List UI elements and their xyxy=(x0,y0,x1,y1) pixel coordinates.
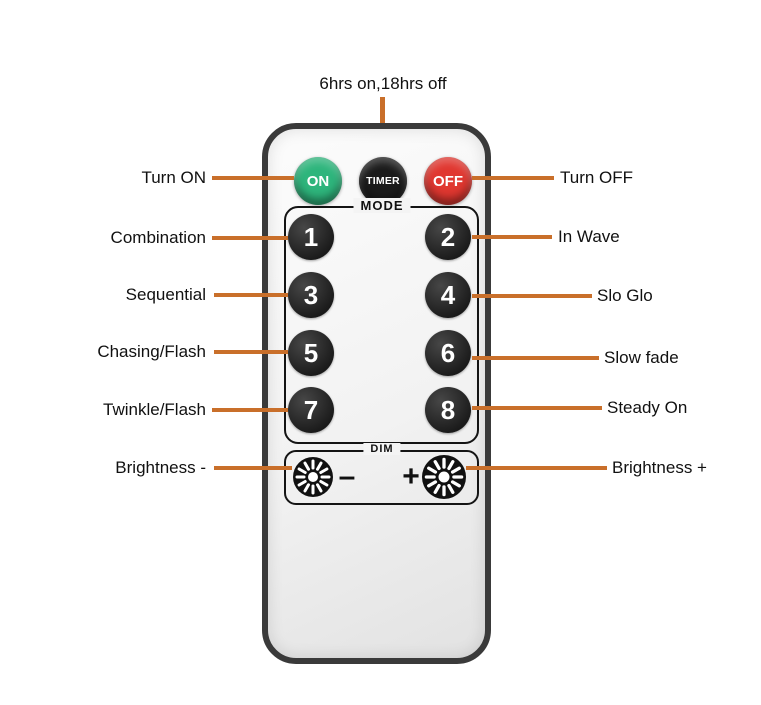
callout-brightness-minus xyxy=(214,466,292,470)
callout-in-wave xyxy=(472,235,552,239)
mode-button-7: 7 xyxy=(288,387,334,433)
label-brightness-minus: Brightness - xyxy=(115,458,206,477)
dim-plus-sign: + xyxy=(402,460,420,493)
label-turn-off: Turn OFF xyxy=(560,168,634,187)
callout-slow-fade xyxy=(472,356,599,360)
label-twinkle-flash: Twinkle/Flash xyxy=(103,400,206,419)
callout-chasing-flash xyxy=(214,350,288,354)
label-slow-fade: Slow fade xyxy=(604,348,679,367)
mode-button-8: 8 xyxy=(425,387,471,433)
label-slo-glo: Slo Glo xyxy=(597,286,653,305)
mode-button-6: 6 xyxy=(425,330,471,376)
callout-steady-on xyxy=(472,406,602,410)
callout-turn-on xyxy=(212,176,294,180)
callout-sequential xyxy=(214,293,288,297)
label-steady-on: Steady On xyxy=(607,398,688,417)
label-turn-on: Turn ON xyxy=(141,168,206,187)
on-button: ON xyxy=(294,157,342,205)
callout-brightness-plus xyxy=(466,466,607,470)
mode-button-3: 3 xyxy=(288,272,334,318)
callout-twinkle-flash xyxy=(212,408,288,412)
brightness-down-icon xyxy=(293,457,333,497)
label-in-wave: In Wave xyxy=(558,227,620,246)
mode-button-5: 5 xyxy=(288,330,334,376)
timer-button: TIMER xyxy=(359,157,407,205)
mode-button-1: 1 xyxy=(288,214,334,260)
mode-button-4: 4 xyxy=(425,272,471,318)
off-button: OFF xyxy=(424,157,472,205)
mode-button-2: 2 xyxy=(425,214,471,260)
label-sequential: Sequential xyxy=(125,285,206,304)
label-chasing-flash: Chasing/Flash xyxy=(97,342,206,361)
label-brightness-plus: Brightness + xyxy=(612,458,707,477)
callout-combination xyxy=(212,236,288,240)
brightness-up-icon xyxy=(422,455,466,499)
callout-turn-off xyxy=(472,176,554,180)
timer-note: 6hrs on,18hrs off xyxy=(319,74,447,93)
mode-panel-label: MODE xyxy=(353,198,411,213)
dim-panel-label: DIM xyxy=(363,443,401,455)
dim-minus-sign: – xyxy=(338,460,356,493)
callout-slo-glo xyxy=(472,294,592,298)
label-combination: Combination xyxy=(110,228,206,247)
